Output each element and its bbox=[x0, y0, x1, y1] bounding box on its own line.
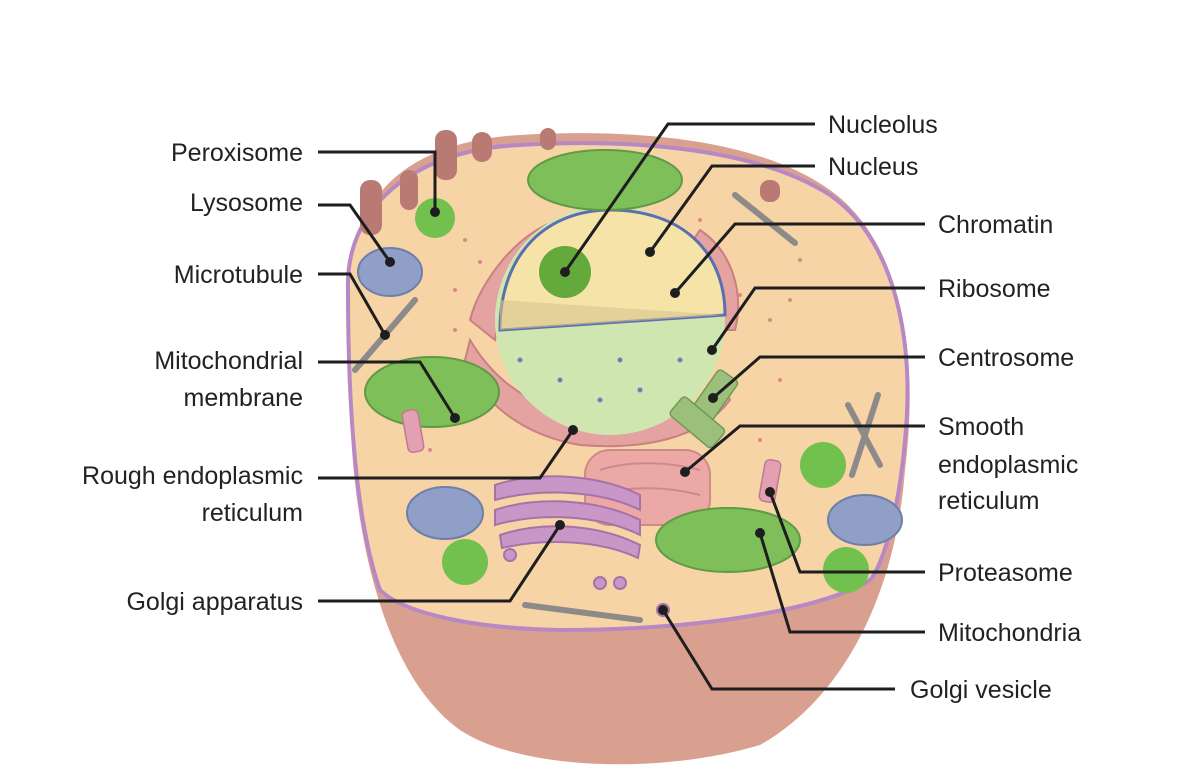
proteasomes bbox=[401, 408, 782, 504]
label-mitochondrial-membrane-1: Mitochondrial bbox=[154, 347, 303, 375]
leader-lines bbox=[318, 122, 925, 691]
microtubules bbox=[352, 192, 883, 623]
labels-right: Nucleolus Nucleus Chromatin Ribosome Cen… bbox=[828, 111, 1081, 704]
label-mitochondrial-membrane-2: membrane bbox=[184, 384, 304, 412]
label-golgi-vesicle: Golgi vesicle bbox=[910, 676, 1052, 704]
label-smooth-er-3: reticulum bbox=[938, 487, 1039, 515]
nucleus bbox=[495, 205, 727, 435]
mitochondria bbox=[364, 149, 801, 573]
label-mitochondria: Mitochondria bbox=[938, 619, 1081, 647]
label-chromatin: Chromatin bbox=[938, 211, 1053, 239]
label-rough-er-1: Rough endoplasmic bbox=[82, 462, 303, 490]
label-nucleolus: Nucleolus bbox=[828, 111, 938, 139]
label-nucleus: Nucleus bbox=[828, 153, 918, 181]
peroxisomes bbox=[415, 198, 869, 593]
label-smooth-er-1: Smooth bbox=[938, 413, 1024, 441]
ribosomes bbox=[428, 218, 802, 452]
microvilli bbox=[360, 128, 780, 235]
lysosomes bbox=[357, 247, 903, 546]
label-microtubule: Microtubule bbox=[174, 261, 303, 289]
labels-left: Peroxisome Lysosome Microtubule Mitochon… bbox=[82, 139, 303, 616]
label-rough-er-2: reticulum bbox=[202, 499, 303, 527]
label-proteasome: Proteasome bbox=[938, 559, 1073, 587]
label-peroxisome: Peroxisome bbox=[171, 139, 303, 167]
label-centrosome: Centrosome bbox=[938, 344, 1074, 372]
label-lysosome: Lysosome bbox=[190, 189, 303, 217]
label-golgi-apparatus: Golgi apparatus bbox=[126, 588, 303, 616]
label-smooth-er-2: endoplasmic bbox=[938, 451, 1078, 479]
label-ribosome: Ribosome bbox=[938, 275, 1051, 303]
